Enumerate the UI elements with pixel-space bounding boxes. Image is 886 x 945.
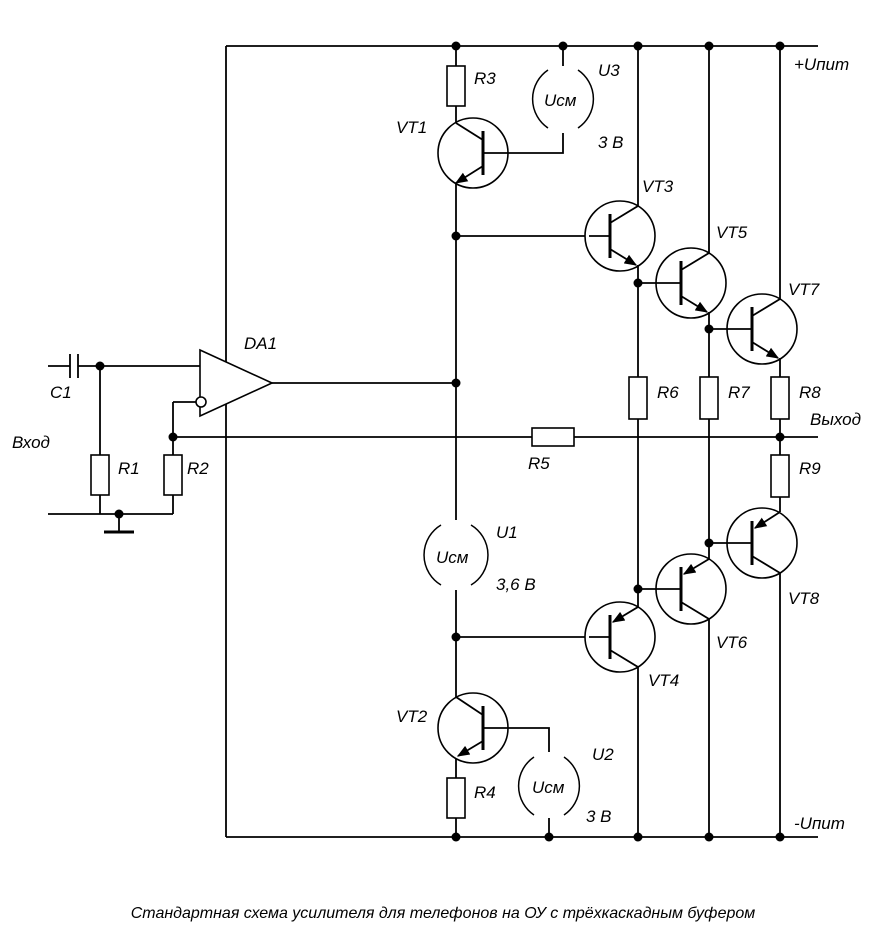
vt4-label: VT4	[648, 671, 679, 690]
feedback-line	[173, 427, 818, 447]
r7-branch	[699, 312, 719, 559]
r9-resistor	[770, 454, 790, 498]
vt5-transistor	[638, 41, 727, 319]
u2-symbol: Uсм	[532, 778, 565, 797]
r3-resistor	[446, 65, 466, 107]
r3-label: R3	[474, 69, 496, 88]
vt8-transistor	[709, 507, 798, 842]
u3-symbol: Uсм	[544, 91, 577, 110]
vt6-transistor	[638, 553, 727, 842]
vt3-label: VT3	[642, 177, 674, 196]
vt4-transistor	[584, 601, 656, 842]
vt6-label: VT6	[716, 633, 748, 652]
c1-label: C1	[50, 383, 72, 402]
vt2-label: VT2	[396, 707, 428, 726]
r2-label: R2	[187, 459, 209, 478]
u2-value: 3 В	[586, 807, 612, 826]
r4-resistor	[446, 777, 466, 819]
r4-label: R4	[474, 783, 496, 802]
vt1-label: VT1	[396, 118, 427, 137]
r5-resistor	[531, 427, 575, 447]
r5-label: R5	[528, 454, 550, 473]
opamp-da1	[195, 348, 461, 418]
r8-resistor	[770, 376, 790, 420]
power-rails	[225, 45, 818, 838]
u3-value: 3 В	[598, 133, 624, 152]
r6-resistor	[628, 376, 648, 420]
vt5-label: VT5	[716, 223, 748, 242]
r1-label: R1	[118, 459, 140, 478]
r9-label: R9	[799, 459, 821, 478]
input-label: Вход	[12, 433, 50, 452]
r7-label: R7	[728, 383, 750, 402]
caption: Стандартная схема усилителя для телефоно…	[131, 905, 756, 922]
r6-branch	[628, 265, 648, 607]
output-resistors	[770, 358, 790, 512]
vplus-label: +Uпит	[794, 55, 849, 74]
u3-name: U3	[598, 61, 620, 80]
r2-resistor	[163, 454, 183, 496]
vt7-label: VT7	[788, 280, 820, 299]
center-column	[446, 41, 589, 842]
r6-label: R6	[657, 383, 679, 402]
u2-name: U2	[592, 745, 614, 764]
r8-label: R8	[799, 383, 821, 402]
r7-resistor	[699, 376, 719, 420]
u1-bias-source	[423, 524, 489, 586]
inverting-input-circle	[195, 396, 207, 408]
u3-bias-source	[531, 41, 595, 129]
vt7-transistor	[709, 41, 798, 365]
vt8-label: VT8	[788, 589, 820, 608]
vt3-transistor	[584, 41, 656, 272]
component-labels: +Uпит -Uпит Вход Выход DA1 C1 R1 R2 R3 R…	[12, 55, 861, 833]
opamp-label: DA1	[244, 334, 277, 353]
output-label: Выход	[810, 410, 861, 429]
vt1-transistor	[437, 117, 564, 189]
c1-capacitor	[69, 354, 79, 378]
r1-resistor	[90, 454, 110, 496]
input-section	[48, 354, 200, 534]
u2-bias-source	[517, 756, 581, 842]
u1-name: U1	[496, 523, 518, 542]
u1-value: 3,6 В	[496, 575, 536, 594]
u1-symbol: Uсм	[436, 548, 469, 567]
vminus-label: -Uпит	[794, 814, 845, 833]
vt2-transistor	[437, 692, 550, 764]
